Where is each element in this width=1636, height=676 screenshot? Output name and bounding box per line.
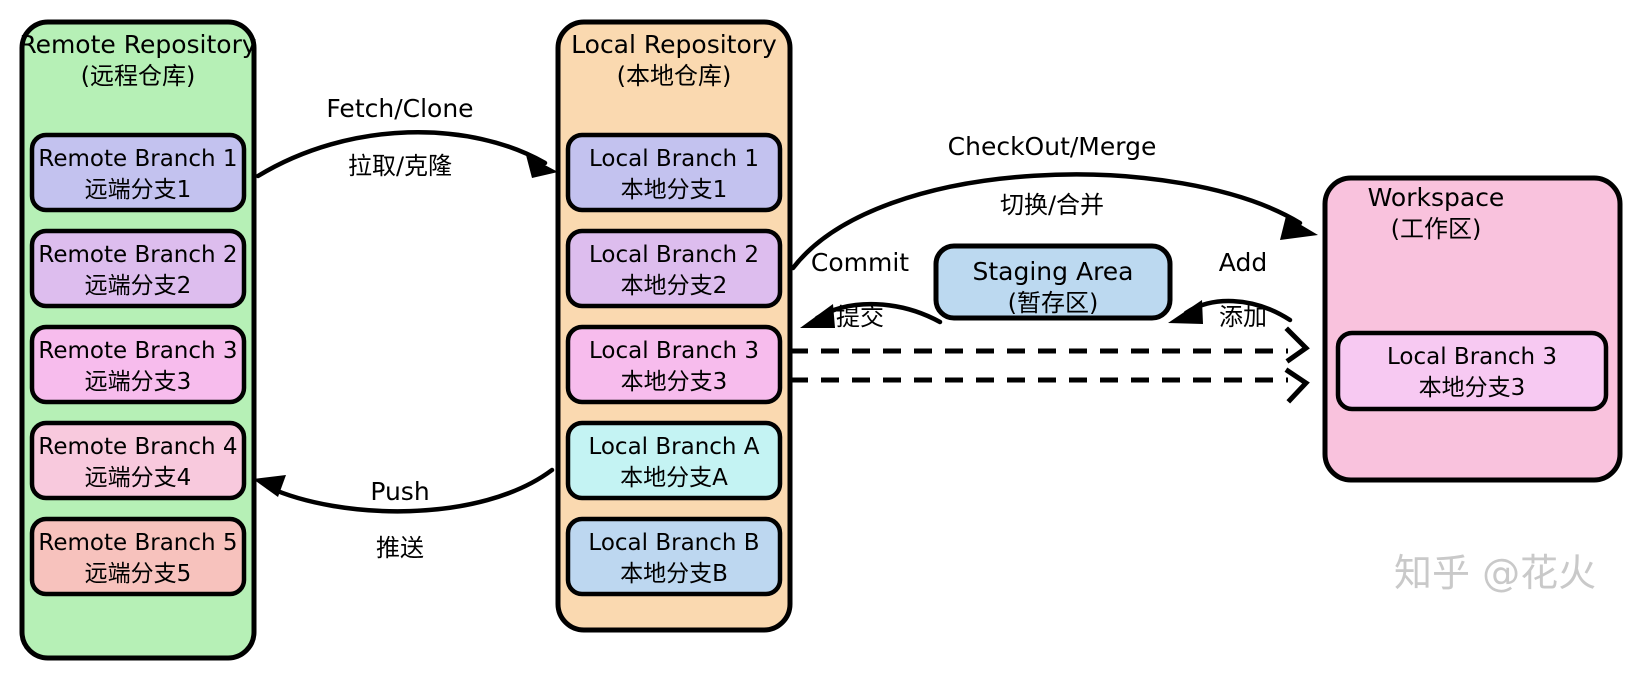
local-branch-1-box (565, 132, 783, 213)
push-label-cn: 推送 (376, 534, 424, 562)
remote-branch-5-box (29, 516, 247, 597)
remote-branch-3-label-cn: 远端分支3 (85, 369, 192, 395)
remote-branch-4-box (29, 420, 247, 501)
remote-branch-item[interactable]: Remote Branch 2 远端分支2 (29, 228, 247, 309)
local-branch-item[interactable]: Local Branch 2 本地分支2 (565, 228, 783, 309)
workspace-local-branch-3-box (1335, 330, 1609, 412)
checkout-merge-label: CheckOut/Merge (948, 132, 1157, 161)
staging-area-title: Staging Area (973, 257, 1134, 286)
local-repository-title: Local Repository (571, 30, 777, 59)
watermark-text: 知乎 @花火 (1394, 551, 1596, 595)
edge-commit[interactable]: Commit 提交 (800, 248, 943, 331)
remote-branch-5-label: Remote Branch 5 (38, 530, 237, 556)
staging-area-container[interactable]: Staging Area (暂存区) (933, 243, 1173, 321)
local-branch-a-label: Local Branch A (588, 434, 759, 460)
remote-repository-container[interactable]: Remote Repository (远程仓库) Remote Branch 1… (19, 19, 257, 661)
local-repository-title-cn: (本地仓库) (617, 62, 732, 90)
remote-branch-5-label-cn: 远端分支5 (85, 561, 192, 587)
workspace-title-cn: (工作区) (1391, 215, 1482, 243)
edge-push[interactable]: Push 推送 (253, 467, 555, 562)
local-branch-b-box (565, 516, 783, 597)
remote-branch-2-label: Remote Branch 2 (38, 242, 237, 268)
local-branch-item[interactable]: Local Branch B 本地分支B (565, 516, 783, 597)
remote-branch-2-label-cn: 远端分支2 (85, 273, 192, 299)
add-label-cn: 添加 (1219, 303, 1267, 331)
commit-label-cn: 提交 (836, 303, 884, 331)
local-branch-b-label-cn: 本地分支B (620, 561, 728, 587)
add-label: Add (1219, 248, 1267, 277)
workspace-local-branch-3-label-cn: 本地分支3 (1419, 375, 1526, 401)
local-branch-a-label-cn: 本地分支A (620, 465, 728, 491)
remote-branch-4-label: Remote Branch 4 (38, 434, 237, 460)
add-arrowhead (1168, 300, 1203, 324)
fetch-clone-label-cn: 拉取/克隆 (348, 152, 452, 180)
remote-branch-1-label: Remote Branch 1 (38, 146, 237, 172)
fetch-clone-arrow-path (255, 130, 548, 179)
local-branch-1-label: Local Branch 1 (589, 146, 759, 172)
commit-label: Commit (811, 248, 909, 277)
local-branch-a-box (565, 420, 783, 501)
local-branch-2-label-cn: 本地分支2 (621, 273, 728, 299)
local-branch-b-label: Local Branch B (588, 530, 759, 556)
local-branch-item[interactable]: Local Branch 1 本地分支1 (565, 132, 783, 213)
push-label: Push (370, 477, 429, 506)
remote-branch-item[interactable]: Remote Branch 3 远端分支3 (29, 324, 247, 405)
local-branch-3-label: Local Branch 3 (589, 338, 759, 364)
local-branch-3-label-cn: 本地分支3 (621, 369, 728, 395)
edge-fetch-clone[interactable]: Fetch/Clone 拉取/克隆 (255, 94, 558, 180)
local-branch-item[interactable]: Local Branch 3 本地分支3 (565, 324, 783, 405)
workspace-branch-item[interactable]: Local Branch 3 本地分支3 (1335, 330, 1609, 412)
dashed-sync-links (790, 326, 1310, 404)
staging-area-box (933, 243, 1173, 321)
remote-repository-title: Remote Repository (19, 30, 257, 59)
local-repository-container[interactable]: Local Repository (本地仓库) Local Branch 1 本… (555, 19, 793, 633)
dashed-sync-arrowhead-top (1284, 326, 1310, 364)
remote-repository-title-cn: (远程仓库) (81, 62, 196, 90)
remote-branch-3-box (29, 324, 247, 405)
local-branch-1-label-cn: 本地分支1 (621, 177, 728, 203)
dashed-sync-arrowhead-bottom (1284, 367, 1310, 404)
local-branch-2-label: Local Branch 2 (589, 242, 759, 268)
edge-add[interactable]: Add 添加 (1168, 248, 1293, 331)
fetch-clone-arrowhead (526, 155, 558, 178)
checkout-merge-arrowhead (1280, 216, 1318, 240)
remote-branch-1-box (29, 132, 247, 213)
workspace-local-branch-3-label: Local Branch 3 (1387, 344, 1557, 370)
remote-branch-item[interactable]: Remote Branch 4 远端分支4 (29, 420, 247, 501)
remote-branch-2-box (29, 228, 247, 309)
push-arrow-path (265, 467, 555, 514)
local-branch-3-box (565, 324, 783, 405)
push-arrowhead (253, 475, 286, 497)
checkout-merge-label-cn: 切换/合并 (1000, 191, 1104, 219)
fetch-clone-label: Fetch/Clone (326, 94, 473, 123)
edge-checkout-merge[interactable]: CheckOut/Merge 切换/合并 (790, 132, 1318, 271)
commit-arrowhead (800, 304, 835, 328)
remote-branch-item[interactable]: Remote Branch 1 远端分支1 (29, 132, 247, 213)
local-branch-2-box (565, 228, 783, 309)
remote-branch-4-label-cn: 远端分支4 (85, 465, 192, 491)
remote-branch-1-label-cn: 远端分支1 (85, 177, 192, 203)
workspace-container[interactable]: Workspace (工作区) Local Branch 3 本地分支3 (1322, 175, 1623, 483)
workspace-title: Workspace (1368, 183, 1505, 212)
remote-branch-item[interactable]: Remote Branch 5 远端分支5 (29, 516, 247, 597)
local-branch-item[interactable]: Local Branch A 本地分支A (565, 420, 783, 501)
checkout-merge-arrow-path (790, 172, 1303, 271)
remote-branch-3-label: Remote Branch 3 (38, 338, 237, 364)
staging-area-title-cn: (暂存区) (1008, 289, 1099, 317)
